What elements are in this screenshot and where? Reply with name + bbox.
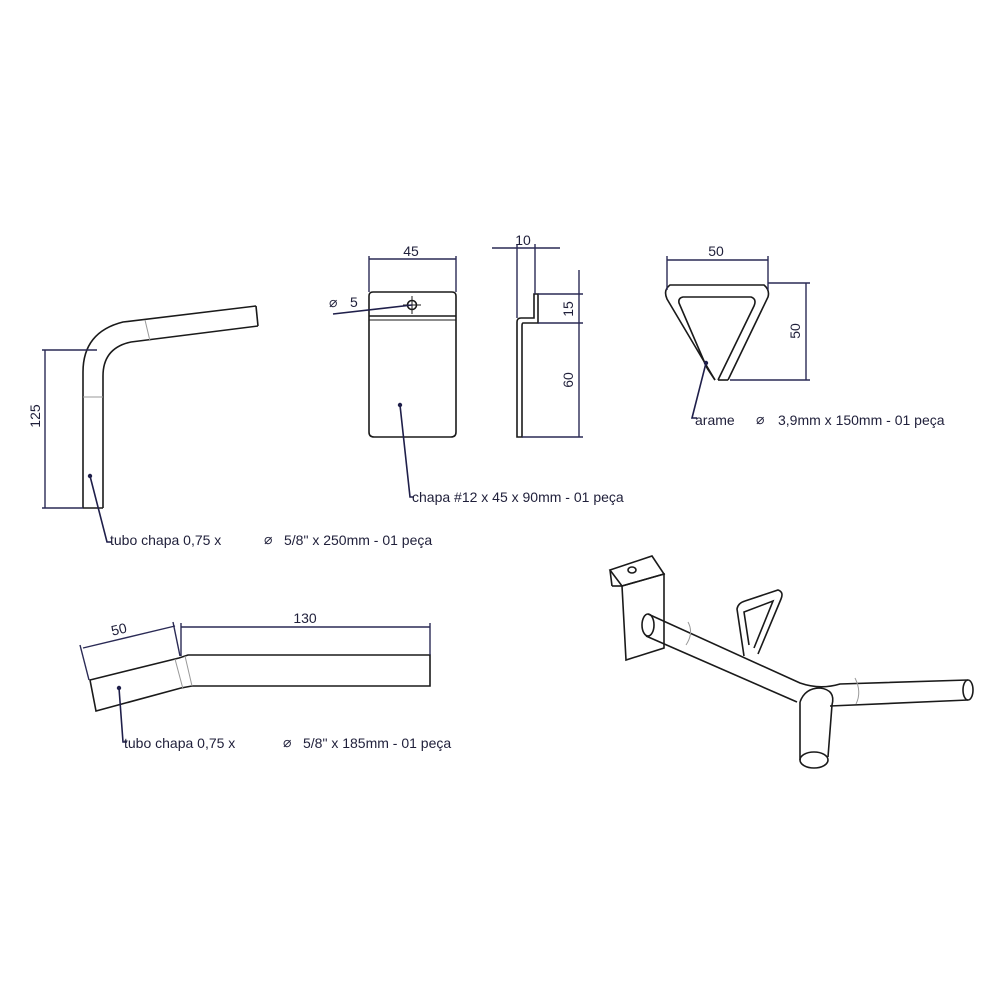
plate-side-dim-height: 60 xyxy=(560,372,576,388)
wire-drawing: 50 50 arame ⌀ 3,9mm x 150mm - 01 peça xyxy=(664,243,945,428)
wire-outer xyxy=(664,284,770,381)
plate-side-drawing: 10 15 60 xyxy=(492,232,583,438)
tube-short-dim-left-ext-a xyxy=(79,644,90,681)
tube-long-leader xyxy=(89,475,112,543)
assembly-weld-2 xyxy=(854,677,860,705)
wire-inner xyxy=(678,296,756,381)
tube-long-bend-mark-2 xyxy=(144,319,151,342)
assembly-arm-end-right xyxy=(962,679,974,701)
tube-short-bend-mark-2 xyxy=(184,655,193,687)
plate-outline xyxy=(368,291,457,438)
assembly-weld-1 xyxy=(685,621,692,646)
tube-short-label-prefix: tubo chapa 0,75 x xyxy=(124,735,235,751)
tube-long-inner xyxy=(102,325,259,508)
wire-end-left xyxy=(706,367,716,381)
assembly-wire-outer xyxy=(736,589,783,657)
tube-short-bend-mark-1 xyxy=(174,658,184,690)
diameter-icon: ⌀ xyxy=(329,294,337,310)
tube-short-drawing: 50 130 tubo chapa 0,75 x ⌀ 5/8" x 185mm … xyxy=(79,610,451,751)
plate-dim-hole: 5 xyxy=(350,294,358,310)
tube-short-dim-left-line xyxy=(82,625,176,649)
assembly-down-tube-end xyxy=(799,751,829,769)
tube-short-dim-left: 50 xyxy=(109,620,128,639)
assembly-plate-top xyxy=(608,555,666,587)
tube-short-leader xyxy=(118,687,127,743)
tube-long-drawing: 125 tubo chapa 0,75 x ⌀ 5/8" x 250mm - 0… xyxy=(27,305,432,548)
assembly-arm-bottom-left xyxy=(645,635,798,703)
wire-label-suffix: 3,9mm x 150mm - 01 peça xyxy=(778,412,945,428)
tube-long-label-suffix: 5/8" x 250mm - 01 peça xyxy=(284,532,432,548)
tube-short-dim-right: 130 xyxy=(293,610,317,626)
wire-dim-height: 50 xyxy=(787,323,803,339)
diameter-icon: ⌀ xyxy=(283,734,291,750)
tube-long-dim-height: 125 xyxy=(27,404,43,428)
tube-long-end-top xyxy=(255,305,259,327)
tube-short-outline xyxy=(89,654,431,712)
assembly-isometric xyxy=(608,555,974,769)
plate-hole-leader xyxy=(332,304,413,315)
wire-dim-width: 50 xyxy=(708,243,724,259)
plate-label: chapa #12 x 45 x 90mm - 01 peça xyxy=(412,489,624,505)
assembly-wire-inner xyxy=(743,599,775,649)
tube-short-label-suffix: 5/8" x 185mm - 01 peça xyxy=(303,735,451,751)
plate-side-dim-tab: 15 xyxy=(560,301,576,317)
assembly-plate-tab-edge xyxy=(609,569,613,587)
diameter-icon: ⌀ xyxy=(264,531,272,547)
assembly-arm-end-left xyxy=(641,613,655,637)
tube-long-outer xyxy=(82,305,257,508)
plate-front-drawing: 45 ⌀ 5 chapa #12 x 45 x 90mm - 01 peça xyxy=(329,243,624,505)
plate-dim-width: 45 xyxy=(403,243,419,259)
plate-side-dim-top: 10 xyxy=(515,232,531,248)
plate-leader xyxy=(399,404,414,498)
wire-leader xyxy=(690,362,707,419)
plate-side-outline xyxy=(516,293,539,438)
diameter-icon: ⌀ xyxy=(756,411,764,427)
tube-short-dim-left-ext-b xyxy=(172,621,181,657)
assembly-arm-bottom-right xyxy=(829,699,969,707)
tube-long-label-prefix: tubo chapa 0,75 x xyxy=(110,532,221,548)
assembly-down-tube-right xyxy=(799,687,834,758)
assembly-plate-hole xyxy=(627,566,637,574)
wire-label-prefix: arame xyxy=(695,412,735,428)
assembly-arm-top xyxy=(647,613,969,688)
